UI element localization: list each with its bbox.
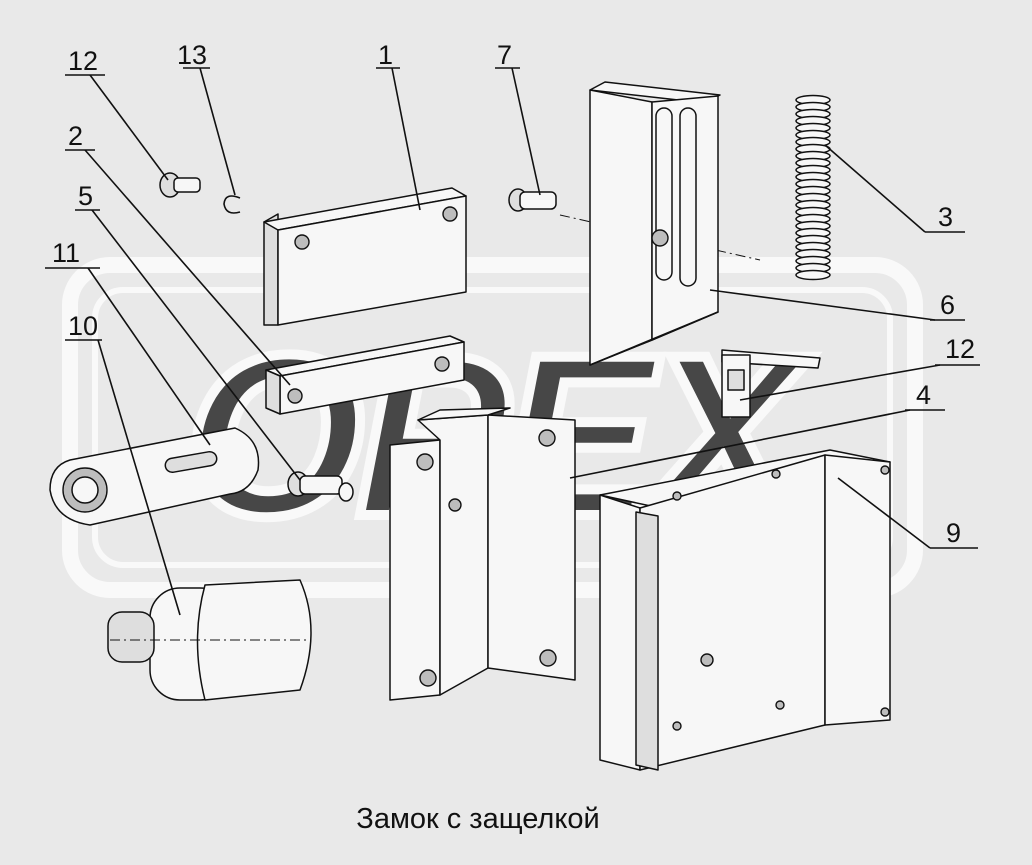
callout-2: 2 [68, 121, 83, 151]
part-13-bolt [159, 172, 201, 198]
callout-14: 13 [177, 40, 207, 70]
diagram-caption: Замок с защелкой [356, 803, 599, 835]
spring-coil [795, 269, 831, 281]
callout-3: 3 [938, 202, 953, 232]
callout-5: 5 [78, 181, 93, 211]
callout-4: 4 [916, 380, 931, 410]
part-9-angle-plate [599, 449, 891, 771]
callout-11: 11 [52, 238, 80, 268]
callout-6: 6 [940, 290, 955, 320]
part-4-bracket [389, 407, 576, 701]
callout-13: 12 [68, 46, 98, 76]
part-12-latch [721, 349, 821, 418]
part-6-housing [589, 81, 721, 366]
part-1-plate [263, 187, 467, 326]
part-2-bar [265, 335, 465, 415]
callout-7: 7 [497, 40, 512, 70]
part-3-spring [795, 94, 831, 281]
part-10-knob [107, 579, 312, 701]
callout-10: 10 [68, 311, 98, 341]
callout-1: 1 [378, 40, 393, 70]
part-11-lever [49, 427, 260, 526]
part-5-pin [287, 471, 354, 502]
callout-9: 9 [946, 518, 961, 548]
callout-labels: 12 13 1 7 2 5 11 10 3 6 12 4 9 [52, 40, 975, 548]
leader-lines [45, 67, 980, 616]
part-14-clip [223, 195, 241, 214]
callout-12: 12 [945, 334, 975, 364]
